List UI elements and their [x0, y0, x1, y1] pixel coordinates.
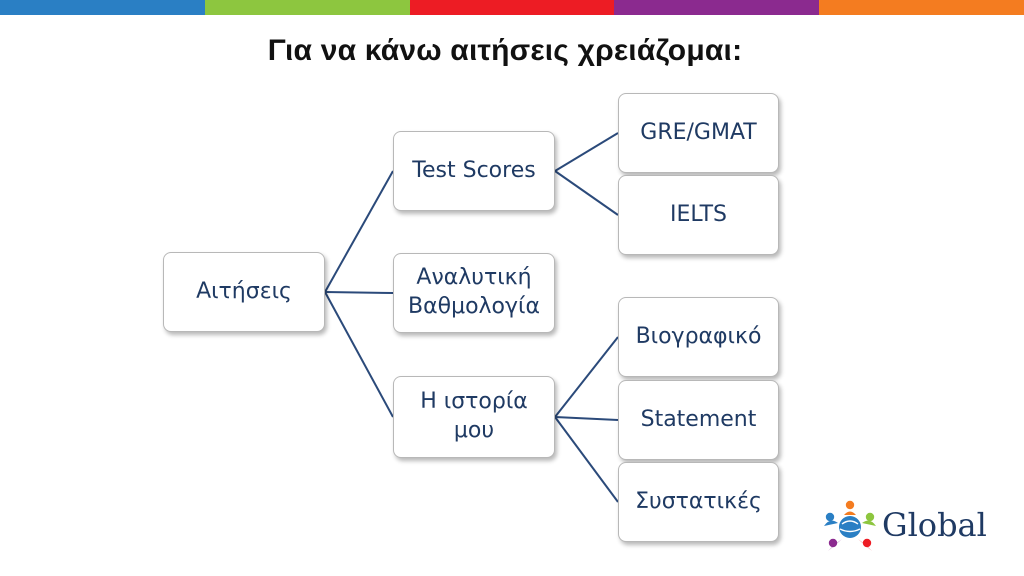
node-test-scores: Test Scores	[393, 131, 555, 211]
node-recommendations: Συστατικές	[618, 462, 779, 542]
color-bar-red	[409, 0, 615, 15]
node-cv: Βιογραφικό	[618, 297, 779, 377]
node-statement: Statement	[618, 380, 779, 460]
node-statement-label: Statement	[640, 406, 757, 432]
node-applications-label: Αιτήσεις	[196, 278, 292, 304]
node-cv-label: Βιογραφικό	[635, 323, 762, 349]
color-bar-green	[204, 0, 410, 15]
logo-word: Global	[882, 506, 987, 544]
color-bar-orange	[819, 0, 1024, 15]
node-ielts-label: IELTS	[669, 201, 728, 227]
logo-text: Global	[882, 509, 987, 543]
connector-story-recommendations	[554, 416, 619, 503]
node-my-story: Η ιστορία μου	[393, 376, 555, 458]
color-bar	[0, 0, 1024, 15]
node-analytic-grades: Αναλυτική Βαθμολογία	[393, 253, 555, 333]
connector-root-story	[324, 291, 394, 418]
node-applications: Αιτήσεις	[163, 252, 325, 332]
connector-root-test	[324, 170, 394, 293]
connector-test-ielts	[554, 170, 619, 216]
node-ielts: IELTS	[618, 175, 779, 255]
node-my-story-label: Η ιστορία μου	[420, 389, 528, 443]
people-globe-icon	[824, 500, 876, 551]
connector-story-statement	[554, 416, 619, 421]
global-logo: Global	[820, 496, 1000, 556]
node-recommendations-label: Συστατικές	[635, 488, 762, 514]
node-analytic-grades-label: Αναλυτική Βαθμολογία	[408, 265, 540, 319]
color-bar-purple	[614, 0, 820, 15]
connector-root-analytic	[324, 291, 394, 294]
color-bar-blue	[0, 0, 205, 15]
connector-story-bio	[554, 336, 619, 418]
connector-test-gre	[554, 132, 619, 172]
slide-title: Για να κάνω αιτήσεις χρειάζομαι:	[267, 34, 743, 67]
node-test-scores-label: Test Scores	[412, 157, 536, 183]
node-gre-gmat: GRE/GMAT	[618, 93, 779, 173]
node-gre-gmat-label: GRE/GMAT	[640, 119, 757, 145]
